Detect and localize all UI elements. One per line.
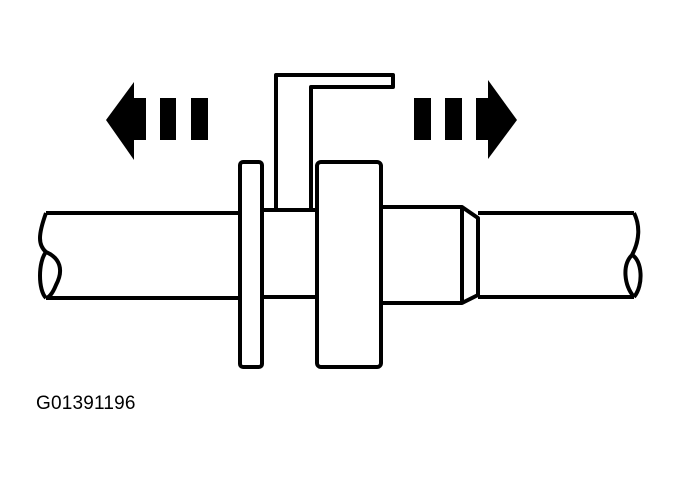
collar: [315, 160, 383, 369]
left-flange: [238, 160, 264, 369]
hub: [262, 208, 318, 299]
left-shaft: [38, 211, 240, 300]
right-arrow-icon: [414, 80, 517, 159]
figure-id-label: G01391196: [36, 393, 136, 414]
left-arrow-icon: [106, 82, 208, 160]
right-shaft: [381, 205, 643, 305]
hook-tool: [274, 73, 395, 210]
